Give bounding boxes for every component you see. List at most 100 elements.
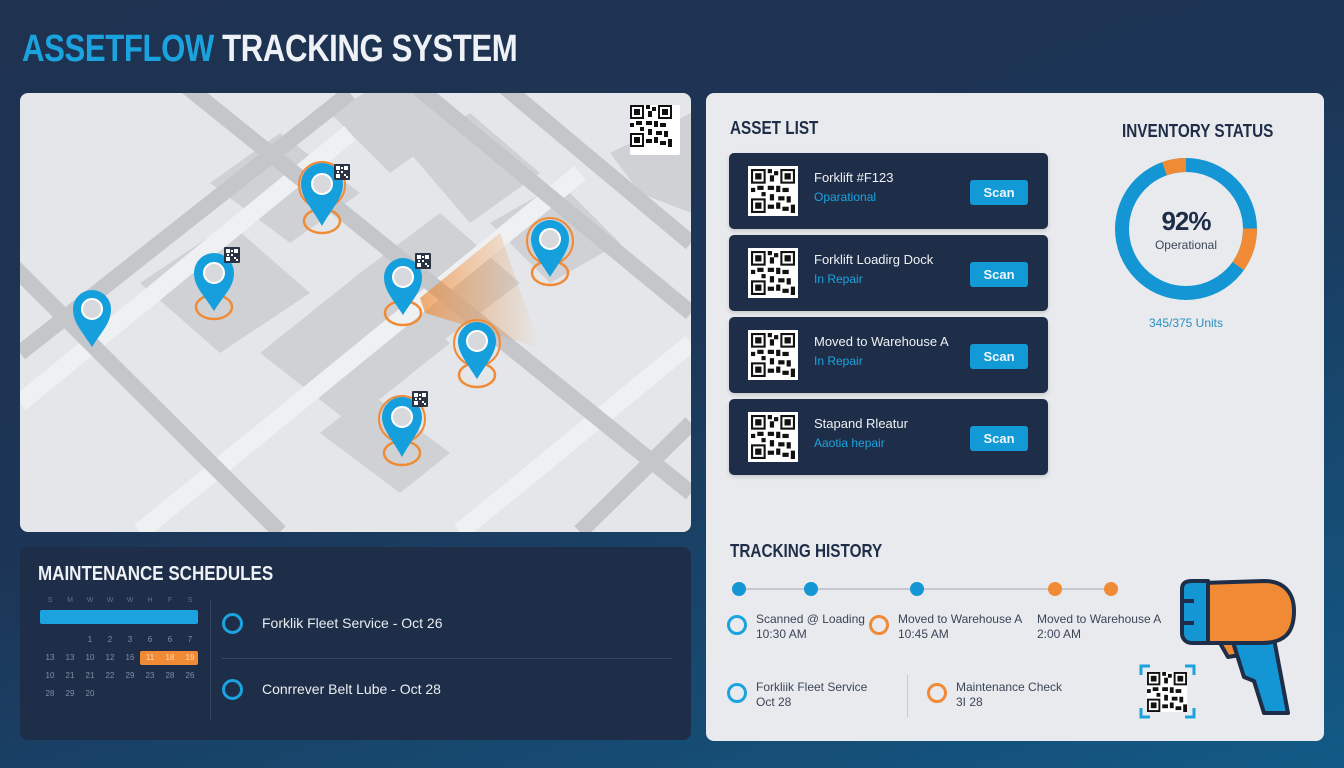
calendar-month-bar[interactable]: [40, 610, 198, 624]
map-pin-7[interactable]: [378, 391, 428, 467]
operational-percent: 92%: [1161, 206, 1211, 236]
weekday: H: [147, 597, 153, 604]
qr-code-icon: [748, 248, 798, 298]
calendar-day[interactable]: 6: [147, 635, 153, 644]
calendar-day[interactable]: 1: [87, 635, 93, 644]
map-pin-6[interactable]: [453, 319, 501, 389]
calendar-day[interactable]: 2: [107, 635, 113, 644]
calendar-day[interactable]: 20: [85, 689, 95, 698]
calendar-day[interactable]: 3: [127, 635, 133, 644]
timeline-dot[interactable]: [1048, 582, 1062, 596]
units-count: 345/375 Units: [1148, 316, 1224, 330]
scan-target-qr-icon: [1139, 664, 1196, 719]
map-pin-1[interactable]: [298, 161, 350, 235]
calendar-day[interactable]: [60, 631, 80, 649]
calendar-day-highlighted[interactable]: 19: [185, 653, 195, 662]
maintenance-calendar[interactable]: S M W W W H F S 1 2 3 6 6 7 13 13 10 12 …: [40, 597, 200, 703]
weekday: W: [106, 597, 114, 604]
calendar-week-row: 1 2 3 6 6 7: [40, 631, 200, 649]
schedule-item-label: Forklik Fleet Service - Oct 26: [262, 615, 443, 631]
status-ring-icon: [222, 612, 243, 634]
calendar-day[interactable]: 6: [167, 635, 173, 644]
history-event[interactable]: Moved to Warehouse A 10:45 AM: [869, 612, 1022, 642]
calendar-day[interactable]: 29: [125, 671, 135, 680]
weekday: W: [86, 597, 94, 604]
calendar-day[interactable]: 12: [105, 653, 115, 662]
calendar-day[interactable]: 21: [65, 671, 75, 680]
calendar-day-highlighted[interactable]: 18: [165, 653, 175, 662]
calendar-day[interactable]: [180, 685, 200, 703]
asset-status: Aaotia hepair: [814, 436, 885, 450]
event-time: 10:45 AM: [898, 627, 949, 641]
scan-button[interactable]: Scan: [970, 344, 1028, 369]
scan-button[interactable]: Scan: [970, 180, 1028, 205]
calendar-day[interactable]: [160, 685, 180, 703]
schedule-item[interactable]: Forklik Fleet Service - Oct 26: [222, 608, 443, 638]
calendar-day[interactable]: [100, 685, 120, 703]
weekday: S: [47, 597, 53, 604]
calendar-day[interactable]: 28: [45, 689, 55, 698]
history-event[interactable]: Moved to Warehouse A 2:00 AM: [1037, 612, 1161, 642]
asset-card[interactable]: Moved to Warehouse A In Repair Scan: [729, 317, 1048, 393]
calendar-day[interactable]: 29: [65, 689, 75, 698]
asset-name: Moved to Warehouse A: [814, 334, 949, 349]
calendar-day[interactable]: [40, 631, 60, 649]
timeline-dot[interactable]: [732, 582, 746, 596]
inventory-status-title: INVENTORY STATUS: [1122, 121, 1274, 141]
calendar-day[interactable]: 10: [45, 671, 55, 680]
calendar-day[interactable]: 21: [85, 671, 95, 680]
upcoming-event[interactable]: Maintenance Check 3I 28: [927, 680, 1062, 710]
donut-center: 92% Operational: [1112, 155, 1260, 303]
qr-code-icon[interactable]: [630, 105, 680, 155]
inventory-donut-chart: 92% Operational: [1112, 155, 1260, 303]
timeline-dot[interactable]: [910, 582, 924, 596]
schedule-item[interactable]: Conrrever Belt Lube - Oct 28: [222, 674, 441, 704]
calendar-day[interactable]: 13: [45, 653, 55, 662]
barcode-scanner-icon: [1139, 579, 1296, 719]
calendar-day[interactable]: 7: [187, 635, 193, 644]
asset-card[interactable]: Forklift Loadirg Dock In Repair Scan: [729, 235, 1048, 311]
qr-code-icon: [748, 412, 798, 462]
maintenance-divider: [210, 599, 211, 721]
scan-button[interactable]: Scan: [970, 262, 1028, 287]
weekday: M: [67, 597, 73, 604]
asset-name: Forklift #F123: [814, 170, 894, 185]
timeline-dot[interactable]: [1104, 582, 1118, 596]
calendar-day[interactable]: 28: [165, 671, 175, 680]
history-divider: [907, 675, 908, 717]
upcoming-event[interactable]: Forkliik Fleet Service Oct 28: [727, 680, 867, 710]
timeline-track: [739, 588, 1112, 590]
asset-card[interactable]: Stapand Rleatur Aaotia hepair Scan: [729, 399, 1048, 475]
calendar-day[interactable]: 26: [185, 671, 195, 680]
calendar-day[interactable]: [140, 685, 160, 703]
title-text: TRACKING SYSTEM: [222, 28, 518, 70]
calendar-week-row: 13 13 10 12 16 11 18 19: [40, 649, 200, 667]
tracking-history-title: TRACKING HISTORY: [730, 541, 883, 561]
timeline-dot[interactable]: [804, 582, 818, 596]
maintenance-panel: MAINTENANCE SCHEDULES S M W W W H F S 1 …: [20, 547, 691, 740]
calendar-day[interactable]: 13: [65, 653, 75, 662]
asset-name: Stapand Rleatur: [814, 416, 908, 431]
scan-button[interactable]: Scan: [970, 426, 1028, 451]
calendar-day[interactable]: 10: [85, 653, 95, 662]
calendar-day[interactable]: 23: [145, 671, 155, 680]
asset-map[interactable]: [20, 93, 691, 532]
calendar-week-row: 28 29 20: [40, 685, 200, 703]
status-ring-icon: [927, 683, 947, 703]
map-pin-2[interactable]: [194, 247, 240, 321]
calendar-day[interactable]: 22: [105, 671, 115, 680]
calendar-day-highlighted[interactable]: 11: [145, 653, 155, 662]
asset-list-title: ASSET LIST: [730, 118, 819, 138]
asset-card[interactable]: Forklift #F123 Oparational Scan: [729, 153, 1048, 229]
history-event[interactable]: Scanned @ Loading 10:30 AM: [727, 612, 865, 642]
map-pin-3[interactable]: [73, 290, 111, 347]
calendar-day[interactable]: [120, 685, 140, 703]
map-pin-5[interactable]: [526, 217, 574, 287]
asset-status: In Repair: [814, 354, 863, 368]
map-canvas[interactable]: [20, 93, 691, 532]
event-title: Forkliik Fleet Service: [756, 680, 868, 694]
calendar-highlight-range: [140, 651, 198, 665]
calendar-day[interactable]: 16: [125, 653, 135, 662]
map-pin-4[interactable]: [383, 253, 431, 327]
qr-code-icon: [748, 166, 798, 216]
